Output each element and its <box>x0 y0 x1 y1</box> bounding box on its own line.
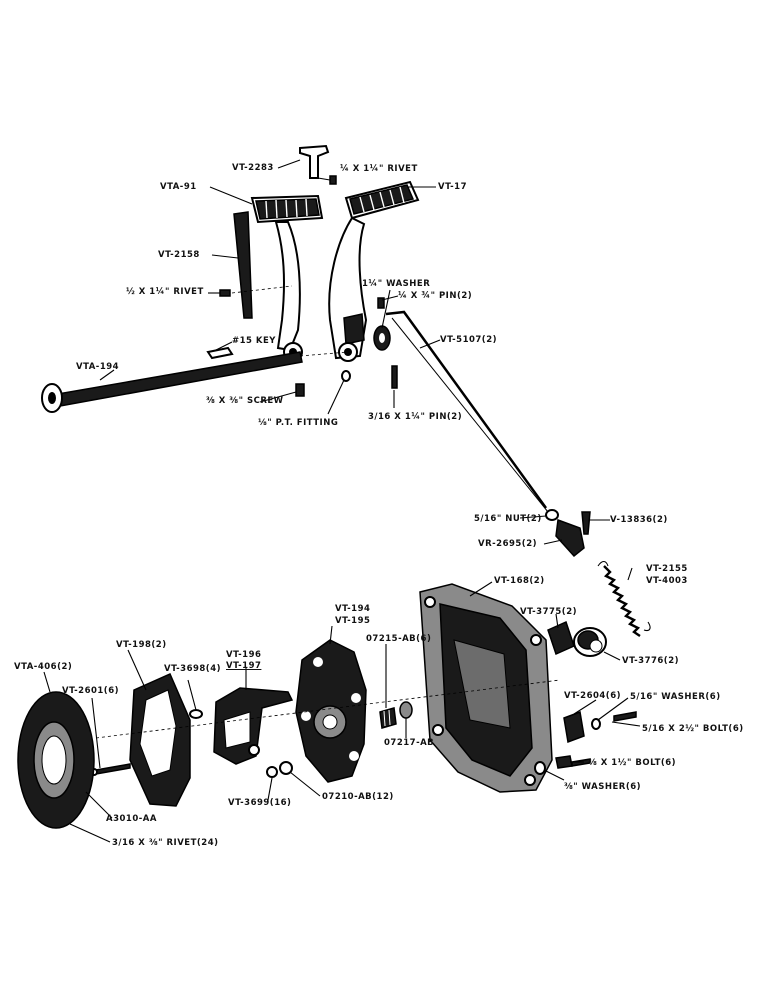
disk-vta-406 <box>17 691 95 829</box>
leader-lines <box>43 159 641 843</box>
label-rivet-left: ½ X 1¼" RIVET <box>126 287 204 297</box>
label-washer-1-4: 1¼" WASHER <box>362 279 431 289</box>
small-rollers <box>248 744 293 778</box>
label-rivet-24: 3/16 X ⅜" RIVET(24) <box>112 838 219 848</box>
label-vt-196: VT-196 <box>226 650 262 660</box>
label-vt-17: VT-17 <box>438 182 467 192</box>
label-vt-197: VT-197 <box>226 661 262 671</box>
label-vt-195: VT-195 <box>335 616 371 626</box>
roller-vt-3698 <box>189 709 203 719</box>
pin-3-16 <box>391 365 398 389</box>
label-vt-194: VT-194 <box>335 604 371 614</box>
label-a3010: A3010-AA <box>106 814 157 824</box>
label-v-13836: V-13836(2) <box>610 515 668 525</box>
label-vt-5107: VT-5107(2) <box>440 335 497 345</box>
label-bolt-6a: 5/16 X 2½" BOLT(6) <box>642 724 744 734</box>
label-washer-6: 5/16" WASHER(6) <box>630 692 721 702</box>
cam-vt-196 <box>213 687 294 765</box>
strip-vt-2158 <box>233 211 253 319</box>
bolt-lower <box>534 755 591 775</box>
rod-vt-5107 <box>385 310 549 513</box>
label-o7210: 07210-AB(12) <box>322 792 394 802</box>
key-15 <box>206 346 234 360</box>
shaft-vta-194 <box>41 351 349 413</box>
pt-fitting <box>341 370 351 382</box>
ring-vt-198 <box>129 673 191 807</box>
clevis-vr-2695 <box>555 518 585 558</box>
label-key-15: #15 KEY <box>232 336 276 346</box>
label-nut: 5/16" NUT(2) <box>474 514 542 524</box>
plate-vt-3775 <box>547 620 575 656</box>
washer <box>373 325 391 351</box>
pedal-vt-17 <box>328 180 420 362</box>
label-screw: ⅜ X ⅜" SCREW <box>206 396 284 406</box>
label-vt-2283: VT-2283 <box>232 163 274 173</box>
small-rivet <box>329 175 337 185</box>
pin-small <box>377 297 385 309</box>
label-vta-91: VTA-91 <box>160 182 197 192</box>
bolt-vt-2604 <box>563 710 637 744</box>
label-pin-3-16: 3/16 X 1¼" PIN(2) <box>368 412 463 422</box>
left-rivet <box>219 285 293 297</box>
label-vt-2158: VT-2158 <box>158 250 200 260</box>
label-vt-198: VT-198(2) <box>116 640 167 650</box>
label-vr-2695: VR-2695(2) <box>478 539 537 549</box>
boot-vt-3776 <box>573 627 607 657</box>
pin-v-13836 <box>581 511 591 535</box>
nut <box>545 509 559 521</box>
label-vt-3698: VT-3698(4) <box>164 664 221 674</box>
label-vt-3775: VT-3775(2) <box>520 607 577 617</box>
screw <box>295 383 305 397</box>
label-vt-2604: VT-2604(6) <box>564 691 621 701</box>
label-pin-2: ¼ X ¾" PIN(2) <box>398 291 473 301</box>
label-rivet-small: ¼ X 1¼" RIVET <box>340 164 418 174</box>
label-washer-8: ⅜" WASHER(6) <box>564 782 642 792</box>
label-o7217: 07217-AB <box>384 738 435 748</box>
housing-vt-168 <box>419 583 553 793</box>
bracket-vt-2283 <box>299 144 330 179</box>
label-vt-2155: VT-2155 <box>646 564 688 574</box>
label-bolt-6b: ⅜ X 1½" BOLT(6) <box>588 758 677 768</box>
label-vt-168: VT-168(2) <box>494 576 545 586</box>
label-pt-fitting: ⅛" P.T. FITTING <box>258 418 339 428</box>
label-o7215: 07215-AB(6) <box>366 634 432 644</box>
label-vt-3699: VT-3699(16) <box>228 798 292 808</box>
label-vt-3776: VT-3776(2) <box>622 656 679 666</box>
label-vta-194: VTA-194 <box>76 362 120 372</box>
bolt-vt-2601 <box>90 763 131 776</box>
carrier-vt-194 <box>295 639 367 783</box>
label-vt-4003: VT-4003 <box>646 576 688 586</box>
spring-07215 <box>379 707 397 729</box>
spring-07217 <box>399 701 413 719</box>
spring-vt-2155 <box>597 560 651 637</box>
label-vta-406: VTA-406(2) <box>14 662 73 672</box>
label-vt-2601: VT-2601(6) <box>62 686 119 696</box>
